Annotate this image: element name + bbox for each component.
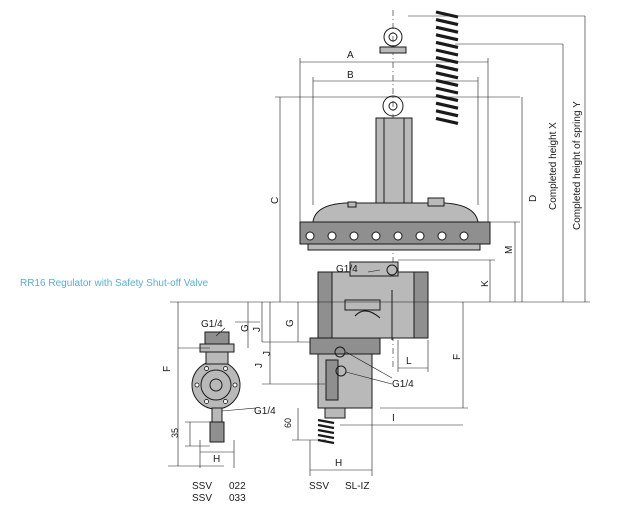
spring-turn xyxy=(435,18,459,27)
side-bolt xyxy=(194,382,200,388)
flange-bolt xyxy=(415,231,425,241)
spring-turn xyxy=(435,71,459,80)
dim-label-j-mid: J xyxy=(262,351,273,356)
spring-housing xyxy=(375,117,413,207)
flange-bolt xyxy=(393,231,403,241)
dim-label-f-right: F xyxy=(452,354,463,360)
dim-label-g-mid: G xyxy=(285,319,296,327)
spring-turn xyxy=(435,40,459,49)
variant-033: 033 xyxy=(229,493,246,504)
dim-label-d: D xyxy=(528,195,539,202)
dim-label-i: I xyxy=(392,413,395,424)
flange-bolt xyxy=(327,231,337,241)
port-g14-mid: G1/4 xyxy=(392,379,414,390)
dim-label-h-mid: H xyxy=(335,458,342,469)
side-bolt xyxy=(223,399,228,404)
side-bolt xyxy=(223,366,228,371)
spring-turn xyxy=(435,94,459,103)
flange-bolt xyxy=(371,231,381,241)
spring-turn xyxy=(435,25,459,34)
flange-bolt xyxy=(305,231,315,241)
flange-bolt xyxy=(437,231,447,241)
ssv-spring-turn xyxy=(317,438,335,445)
spring-coil xyxy=(435,10,459,125)
spring-turn xyxy=(435,33,459,42)
drawing-caption: RR16 Regulator with Safety Shut-off Valv… xyxy=(20,278,209,289)
lifting-eye-lower xyxy=(382,95,404,117)
dim-label-a: A xyxy=(347,50,354,61)
spring-turn xyxy=(435,86,459,95)
ssv-spring-turn xyxy=(317,428,335,435)
dimension-lines xyxy=(168,15,590,476)
port-g14-regulator: G1/4 xyxy=(336,264,358,275)
dim-label-l: L xyxy=(406,356,412,367)
side-bolt xyxy=(232,382,238,388)
lifting-eye-top xyxy=(379,27,407,54)
valve-body xyxy=(317,271,429,339)
dim-label-k: K xyxy=(480,280,491,287)
dim-label-f-left: F xyxy=(162,366,173,372)
variant-ssv-mid: SSV xyxy=(309,481,329,492)
dim-label-m: M xyxy=(504,246,515,254)
side-bolt xyxy=(204,399,209,404)
port-g14-left-top: G1/4 xyxy=(201,319,223,330)
dim-label-j-left-top: J xyxy=(252,327,263,332)
dim-label-h-left: H xyxy=(213,454,220,465)
ssv-spring xyxy=(317,418,335,445)
spring-turn xyxy=(435,48,459,57)
ssv-spring-turn xyxy=(317,433,335,440)
dim-label-b: B xyxy=(347,70,354,81)
ssv-spring-turn xyxy=(317,418,335,425)
dim-label-g-left: G xyxy=(240,324,251,332)
flange-bolt xyxy=(459,231,469,241)
dim-label-c: C xyxy=(270,197,281,204)
variant-ssv-1: SSV xyxy=(192,481,212,492)
dim-label-60: 60 xyxy=(283,418,293,428)
dim-label-35: 35 xyxy=(170,428,180,438)
dim-label-j-left-bottom: J xyxy=(254,363,265,368)
side-view-ssv xyxy=(191,331,241,443)
side-bolt xyxy=(204,366,209,371)
variant-022: 022 xyxy=(229,481,246,492)
ssv-spring-turn xyxy=(317,423,335,430)
flange-bolt xyxy=(349,231,359,241)
diaphragm-housing xyxy=(312,202,479,223)
spring-turn xyxy=(435,109,459,118)
completed-height-y-label: Completed height of spring Y xyxy=(572,101,583,230)
spring-turn xyxy=(435,101,459,110)
port-g14-left-bottom: G1/4 xyxy=(254,406,276,417)
spring-turn xyxy=(435,116,459,125)
variant-ssv-2: SSV xyxy=(192,493,212,504)
variant-sl-iz: SL-IZ xyxy=(345,481,369,492)
completed-height-x-label: Completed height X xyxy=(548,122,559,210)
spring-turn xyxy=(435,63,459,72)
